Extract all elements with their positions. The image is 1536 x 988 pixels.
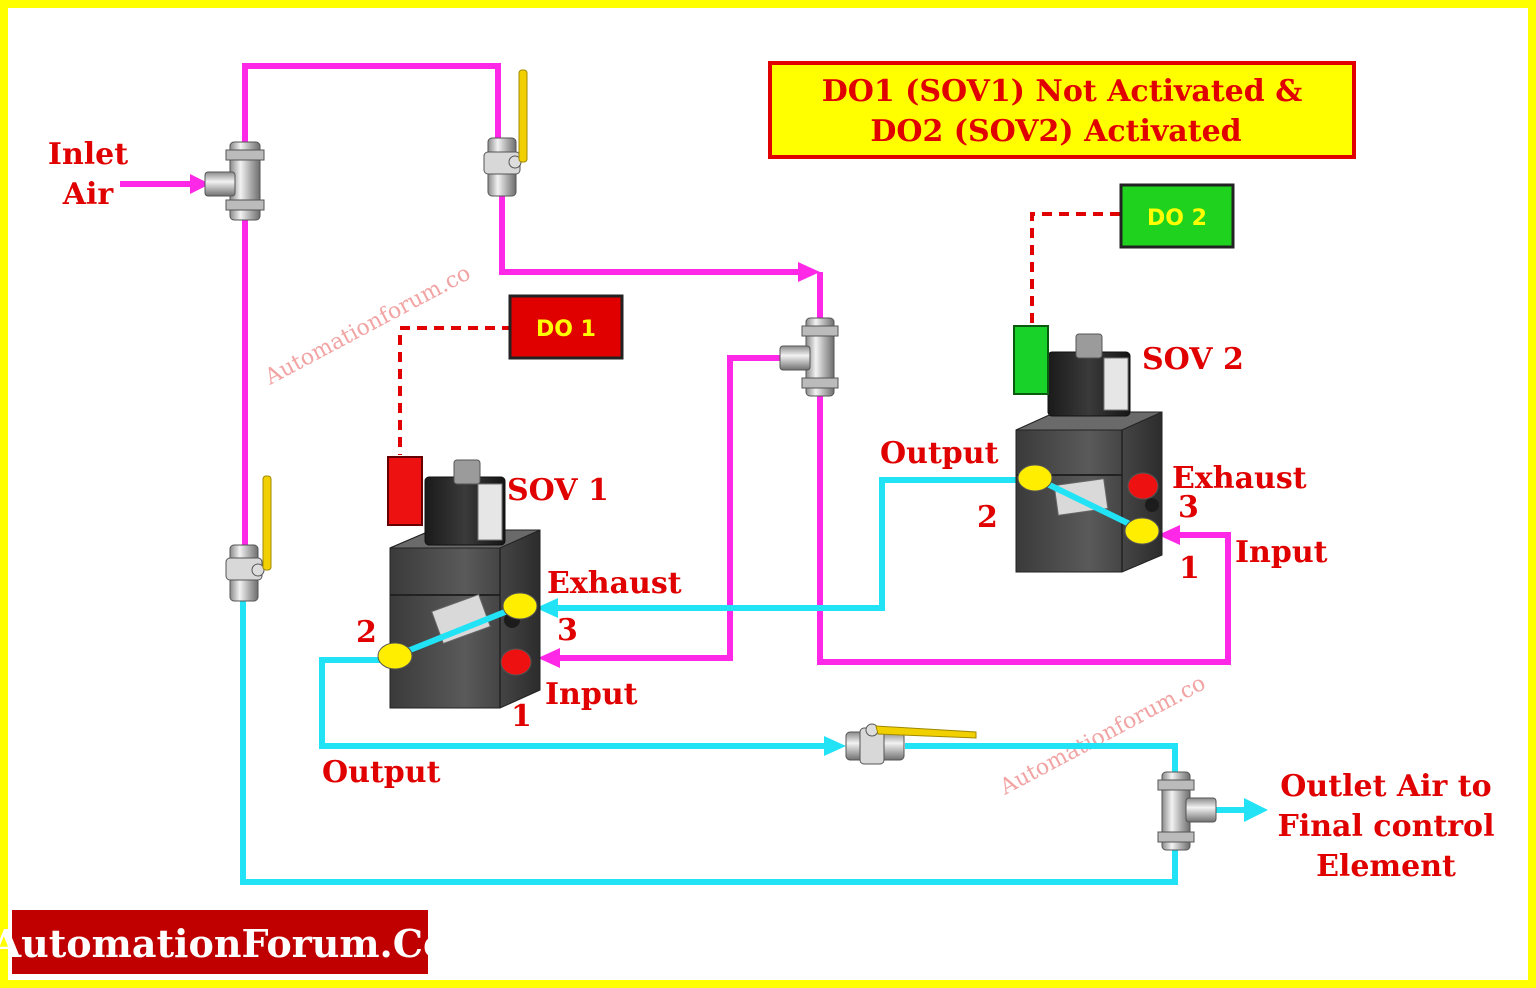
sov2-label: SOV 2: [1142, 342, 1244, 377]
cyan-lines: [240, 477, 1248, 885]
sov1-exhaust-label: Exhaust: [547, 566, 682, 601]
output-ball-valve[interactable]: [845, 723, 977, 765]
sov1-output-label: Output: [322, 755, 441, 790]
sov2-port-2: [1017, 464, 1053, 492]
do1-signal-line: [398, 326, 512, 455]
sov1-input-arrowhead: [538, 648, 560, 668]
outlet-arrowhead: [1244, 798, 1268, 822]
do2-box: DO 2: [1119, 183, 1235, 249]
sov2-input-line: [817, 395, 1231, 665]
sov1-input-line: [555, 355, 790, 661]
sov2-input-label: Input: [1235, 535, 1328, 570]
sov1-port-2: [377, 642, 413, 670]
sov1-port3-label: 3: [557, 613, 578, 648]
bypass-ball-valve-handle[interactable]: [262, 475, 272, 571]
top-ball-valve[interactable]: [483, 69, 528, 197]
do1-label: DO 1: [536, 317, 596, 342]
sov2-valve: [1013, 325, 1163, 573]
signal-lines: [398, 212, 1120, 455]
title-line-2: DO2 (SOV2) Activated: [870, 114, 1241, 149]
title-line-1: DO1 (SOV1) Not Activated &: [822, 74, 1303, 109]
sov1-port-1: [500, 648, 532, 676]
title-box: DO1 (SOV1) Not Activated & DO2 (SOV2) Ac…: [768, 61, 1356, 159]
top-ball-valve-handle[interactable]: [518, 69, 528, 163]
sov2-port2-label: 2: [977, 500, 998, 535]
inlet-label-line2: Air: [62, 177, 115, 212]
bypass-line: [240, 598, 1178, 885]
brand-text: AutomationForum.Co: [0, 921, 448, 966]
sov2-internal-path: [1033, 475, 1144, 533]
outlet-label-line3: Element: [1316, 849, 1456, 884]
ball-valve-arrowhead: [824, 736, 846, 756]
do2-signal-line: [1030, 212, 1120, 326]
supply-arrowhead: [798, 262, 820, 282]
inlet-arrowhead: [190, 174, 210, 194]
supply-branch-line: [499, 195, 805, 275]
outlet-branch-line: [905, 743, 1178, 775]
sov2-input-arrowhead: [1158, 525, 1180, 545]
inlet-tee-fitting: [204, 141, 265, 221]
sov1-port1-label: 1: [511, 699, 532, 734]
sov1-port2-label: 2: [356, 615, 377, 650]
sov2-port-3: [1127, 472, 1159, 500]
pressurized-lines: [120, 63, 1231, 665]
sov2-exhaust-label: Exhaust: [1172, 461, 1307, 496]
sov1-valve: [377, 456, 541, 709]
output-ball-valve-handle[interactable]: [875, 725, 977, 739]
inlet-header-line: [242, 63, 501, 550]
inlet-label-line1: Inlet: [48, 137, 128, 172]
sov2-output-label: Output: [880, 436, 999, 471]
sov2-port1-label: 1: [1179, 551, 1200, 586]
do2-label: DO 2: [1147, 206, 1207, 231]
bypass-ball-valve[interactable]: [225, 475, 272, 602]
middle-tee-fitting: [779, 317, 839, 397]
do1-box: DO 1: [508, 294, 624, 360]
watermark-1: Automationforum.co: [260, 261, 475, 391]
outlet-label-line1: Outlet Air to: [1280, 769, 1491, 804]
sov1-output-line: [319, 657, 828, 749]
sov1-exhaust-arrowhead: [536, 598, 558, 618]
brand-box: AutomationForum.Co: [0, 910, 448, 974]
sov2-output-to-sov1-exhaust-line: [552, 477, 1032, 611]
outlet-tee-fitting: [1157, 771, 1217, 851]
sov1-port-3: [502, 592, 538, 620]
sov1-input-label: Input: [545, 677, 638, 712]
sov1-internal-path: [393, 603, 522, 659]
sov2-coil-connector: [1013, 325, 1049, 395]
sov1-label: SOV 1: [507, 473, 609, 508]
sov2-port3-label: 3: [1178, 490, 1199, 525]
sov2-port-1: [1124, 517, 1160, 545]
outlet-label-line2: Final control: [1278, 809, 1495, 844]
sov1-coil-connector: [387, 456, 423, 526]
